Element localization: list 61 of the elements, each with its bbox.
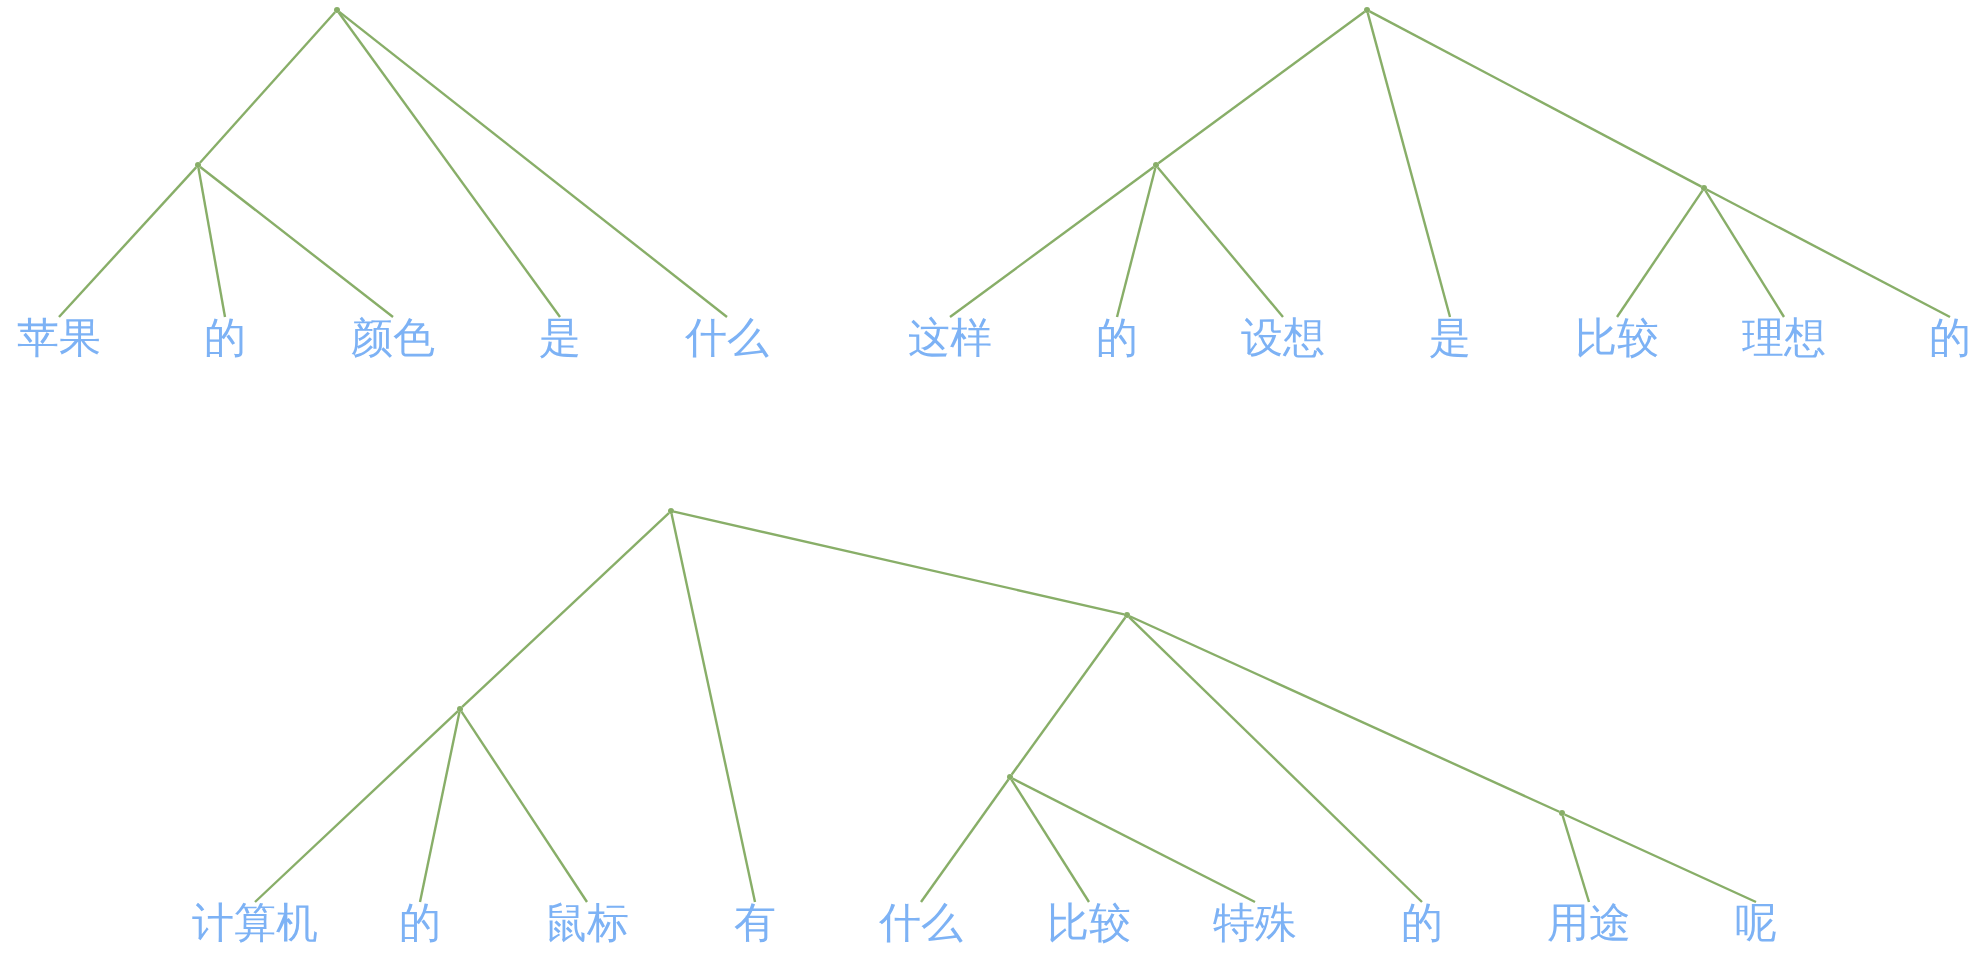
word-label: 的 (399, 902, 441, 944)
branch-line (1156, 166, 1284, 318)
branch-point (668, 508, 674, 514)
branch-point (1701, 185, 1707, 191)
branch-point (334, 7, 340, 13)
word-label: 是 (1429, 317, 1471, 359)
word-label: 比较 (1047, 902, 1131, 944)
word-label: 用途 (1547, 902, 1631, 944)
word-label: 的 (204, 317, 246, 359)
word-label: 设想 (1241, 317, 1325, 359)
branch-line (920, 778, 1010, 903)
branch-point (1559, 810, 1565, 816)
branch-line (197, 167, 227, 318)
branch-line (673, 510, 1125, 616)
branch-line (1129, 615, 1560, 813)
word-label: 计算机 (192, 902, 318, 944)
word-label: 鼠标 (545, 902, 629, 944)
branch-line (58, 166, 197, 318)
branch-line (1366, 12, 1452, 318)
word-label: 是 (539, 317, 581, 359)
branch-line (1706, 188, 1951, 319)
word-label: 比较 (1575, 317, 1659, 359)
branch-line (1115, 167, 1157, 318)
word-label: 特殊 (1213, 902, 1297, 944)
branch-line (1369, 10, 1702, 188)
word-label: 这样 (908, 317, 992, 359)
word-label: 苹果 (17, 317, 101, 359)
branch-line (199, 166, 394, 318)
branch-line (1564, 813, 1757, 904)
branch-line (199, 11, 336, 164)
word-label: 有 (734, 902, 776, 944)
branch-point (457, 706, 463, 712)
branch-line (461, 512, 670, 708)
branch-line (338, 11, 728, 318)
branch-line (1012, 777, 1256, 904)
branch-line (1561, 815, 1591, 903)
branch-line (670, 513, 757, 903)
branch-line (254, 710, 459, 903)
branch-point (1364, 7, 1370, 13)
word-label: 理想 (1742, 317, 1826, 359)
branch-line (1616, 189, 1704, 318)
branch-line (1704, 190, 1785, 318)
branch-line (418, 711, 461, 903)
branch-line (1010, 616, 1127, 776)
branch-point (1007, 774, 1013, 780)
word-label: 什么 (879, 902, 963, 944)
word-label: 什么 (685, 317, 769, 359)
branch-point (1153, 162, 1159, 168)
branch-line (337, 11, 561, 318)
branch-line (949, 165, 1155, 318)
word-label: 的 (1929, 317, 1971, 359)
branch-line (1157, 10, 1366, 165)
branch-point (195, 162, 201, 168)
branch-point (1124, 612, 1130, 618)
word-label: 的 (1096, 317, 1138, 359)
word-label: 的 (1401, 902, 1443, 944)
branch-line (1010, 779, 1090, 903)
branch-line (1128, 616, 1423, 903)
word-label: 呢 (1735, 902, 1777, 944)
word-label: 颜色 (351, 317, 435, 359)
branch-line (460, 710, 588, 903)
